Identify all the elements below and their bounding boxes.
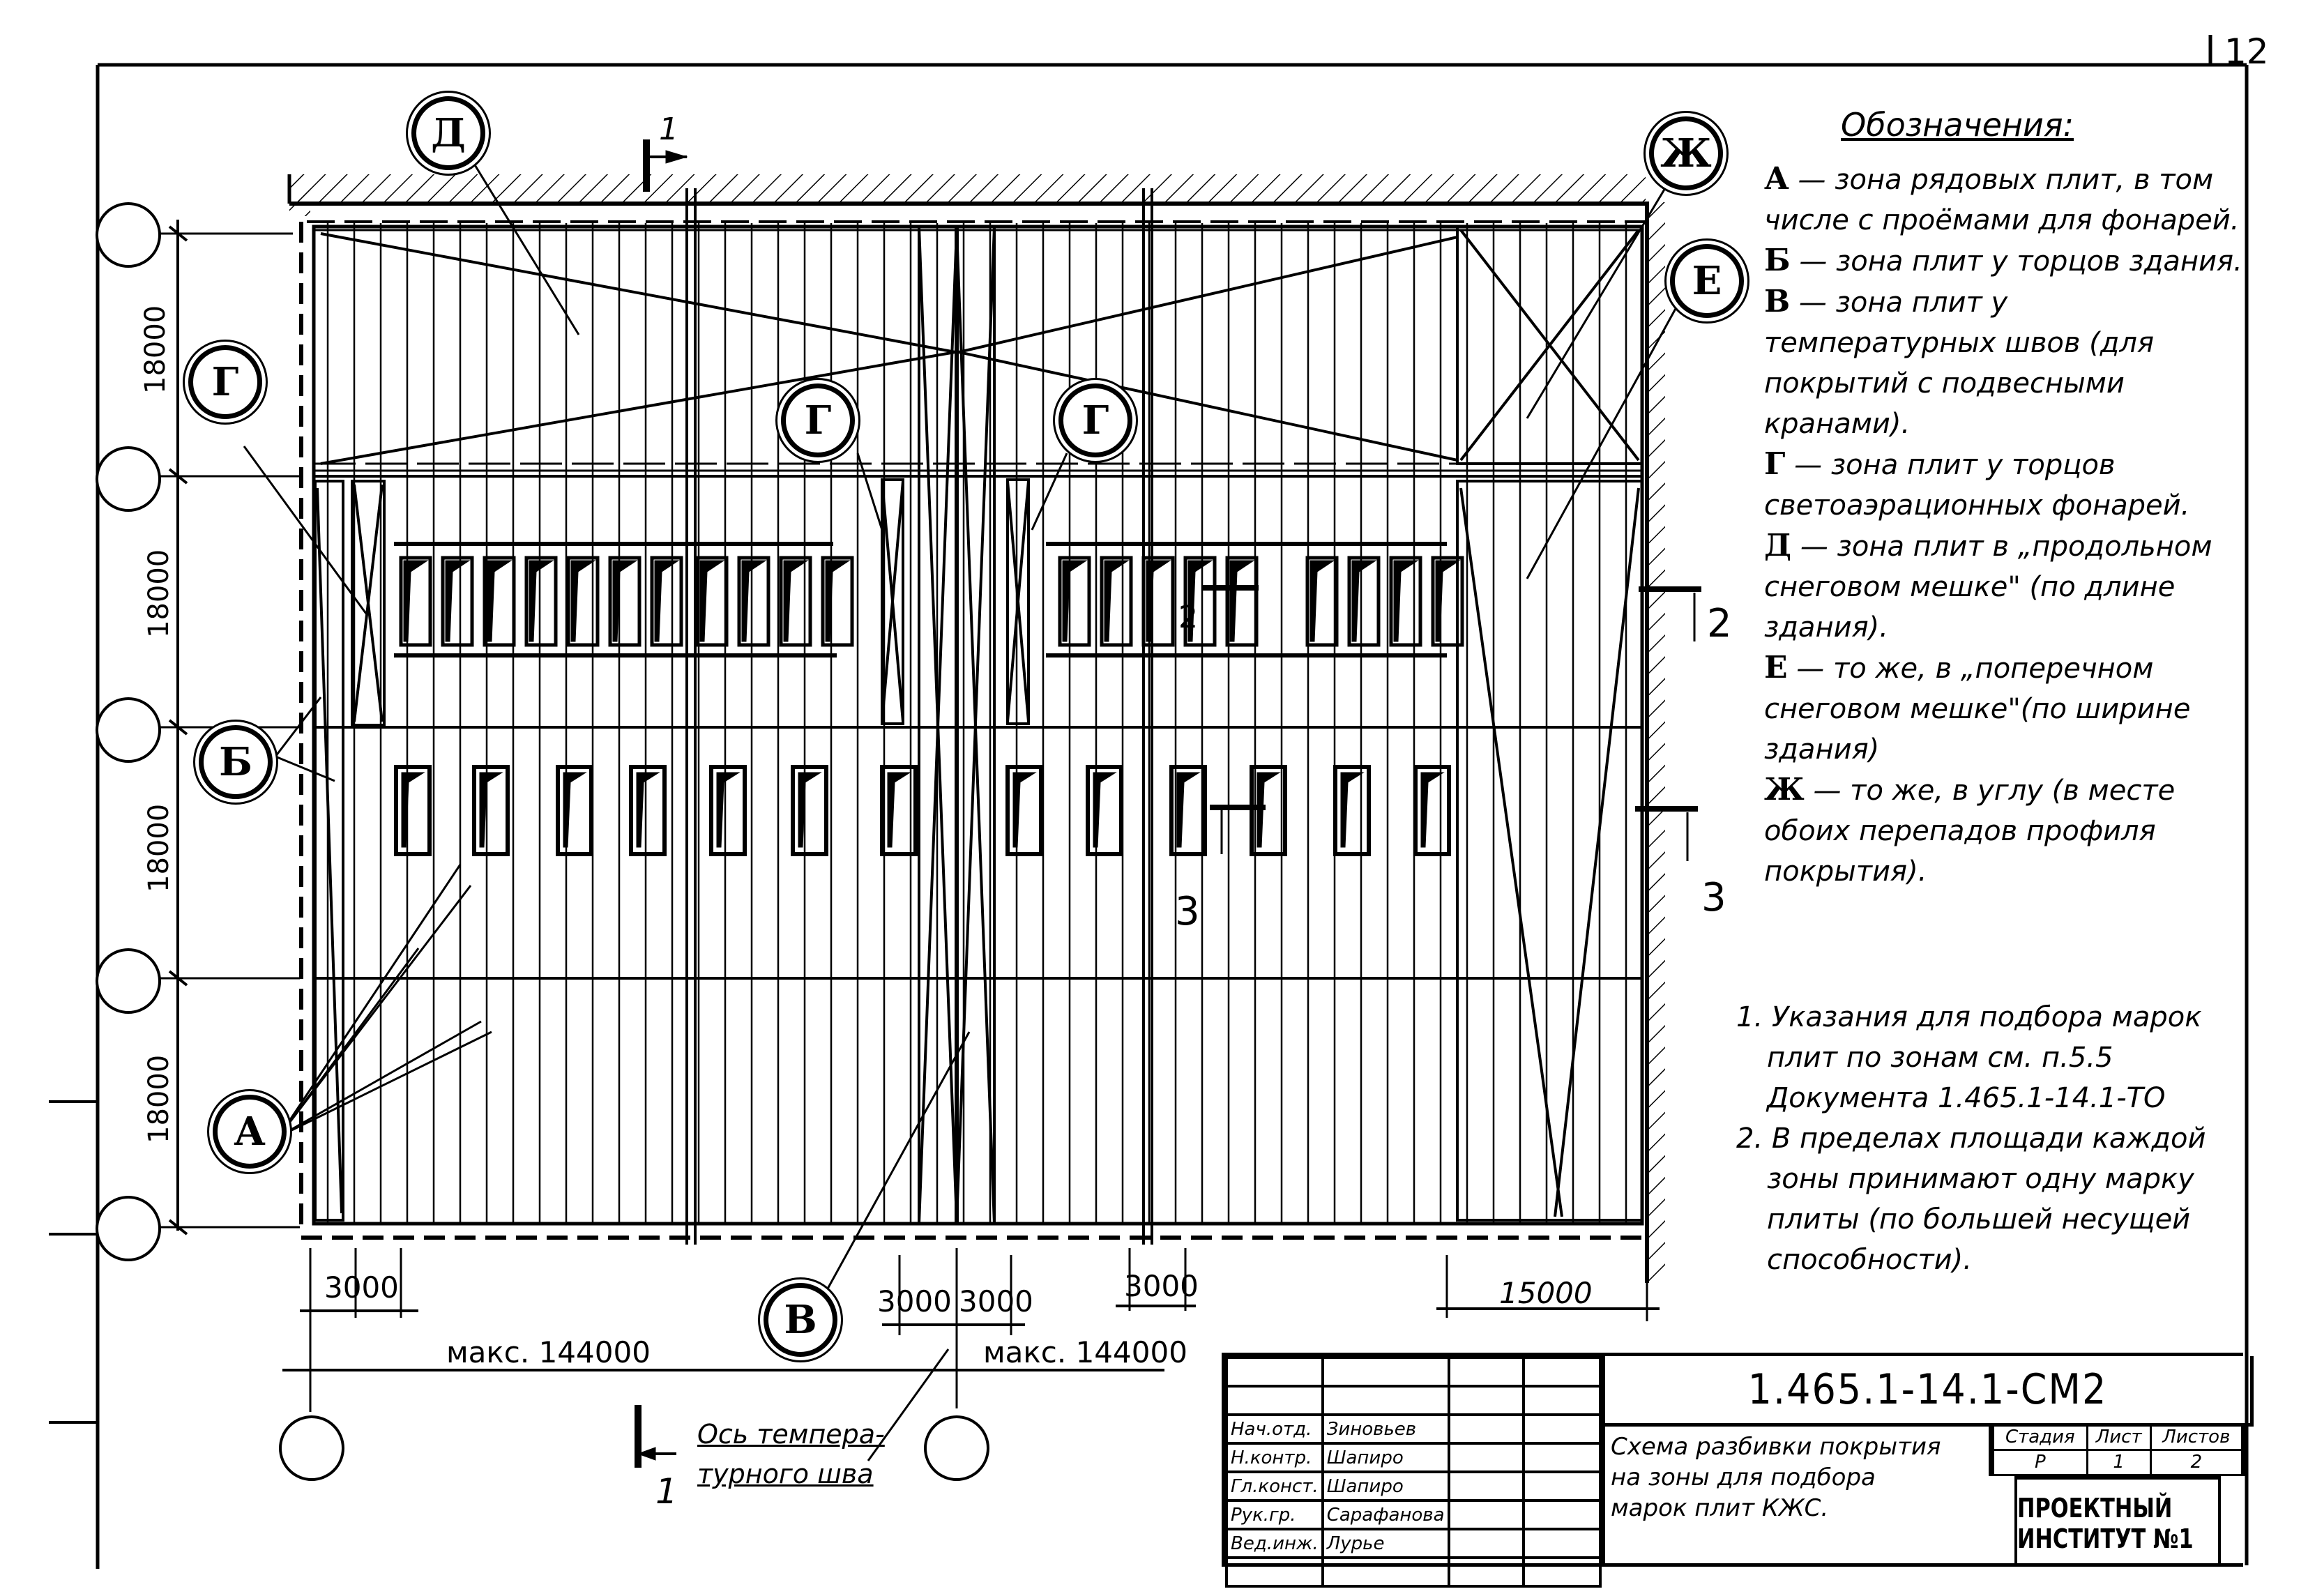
zone-label-e: Е: [1670, 244, 1744, 318]
leader-lines: [243, 163, 1682, 1461]
row-lines: [314, 462, 1642, 980]
skylight-openings: [394, 542, 1464, 856]
axis-bubble: [924, 1415, 989, 1481]
zone-e-outline: [1456, 480, 1643, 1222]
page-number: 12: [2224, 31, 2269, 72]
document-code: 1.465.1-14.1-СМ2: [1602, 1356, 2254, 1427]
institute-name: ПРОЕКТНЫЙ ИНСТИТУТ №1: [2014, 1476, 2221, 1567]
signature-table: Нач.отд.Зиновьев Н.контр.Шапиро Гл.конст…: [1225, 1356, 1602, 1588]
zone-label-b: Б: [199, 725, 273, 799]
dim-seam-left: 3000: [877, 1284, 952, 1318]
legend-item-a: А — зона рядовых плит, в том числе с про…: [1764, 161, 2240, 236]
temperature-seams: [685, 188, 1153, 1245]
legend-title: Обозначения:: [1841, 106, 2074, 144]
zone-label-g: Г: [188, 345, 262, 419]
zone-label-g: Г: [1058, 383, 1132, 457]
seam-callout-line1: Ось темпера-: [697, 1419, 885, 1450]
row-dimension-label: 18000: [143, 1054, 175, 1143]
notes: 1. Указания для подбора марок плит по зо…: [1736, 997, 2252, 1280]
section-mark-3-outer: [1635, 806, 1698, 861]
section-1-top-label: 1: [659, 112, 678, 147]
signature-row: Н.контр.Шапиро: [1225, 1442, 1602, 1473]
axis-bubble: [96, 446, 161, 512]
note-1: 1. Указания для подбора марок плит по зо…: [1736, 1001, 2202, 1114]
axis-bubble: [96, 1196, 161, 1261]
section-2-inner-label: 2: [1178, 600, 1198, 635]
legend-item-g: Г — зона плит у торцов светоаэрационных …: [1764, 446, 2190, 522]
legend-item-zh: Ж — то же, в углу (в месте обоих перепад…: [1764, 772, 2176, 888]
dim-seam-right: 3000: [959, 1284, 1033, 1318]
note-2: 2. В пределах площади каждой зоны приним…: [1736, 1123, 2206, 1276]
sheet-frame: [49, 35, 2249, 1569]
section-mark-1-top: [643, 139, 688, 192]
section-mark-2-inner: [1203, 585, 1259, 628]
left-dimension-chain: [157, 220, 300, 1236]
zone-label-d: Д: [411, 96, 485, 170]
dim-right-zone: 15000: [1499, 1276, 1593, 1310]
signature-row: [1225, 1356, 1602, 1388]
signature-row: [1225, 1556, 1602, 1588]
title-block: Нач.отд.Зиновьев Н.контр.Шапиро Гл.конст…: [1222, 1353, 2254, 1588]
dim-max-right: макс. 144000: [983, 1335, 1187, 1369]
signature-row: Рук.гр.Сарафанова: [1225, 1499, 1602, 1530]
wall-hatching: [287, 174, 1665, 1283]
row-dimension-label: 18000: [139, 305, 172, 394]
section-1-bottom-label: 1: [655, 1471, 678, 1512]
zone-g-outlines: [881, 478, 1030, 725]
zone-zh-corner: [1456, 225, 1643, 465]
section-3-inner-label: 3: [1175, 889, 1200, 934]
zone-label-zh: Ж: [1649, 116, 1723, 190]
dim-max-left: макс. 144000: [446, 1335, 651, 1369]
zone-v-outline: [918, 225, 996, 1225]
signature-row: [1225, 1385, 1602, 1416]
dim-second-seam: 3000: [1124, 1269, 1199, 1303]
section-mark-3-inner: [1210, 805, 1266, 854]
signature-row: Нач.отд.Зиновьев: [1225, 1413, 1602, 1445]
legend-item-e: Е — то же, в „поперечном снеговом мешке"…: [1764, 650, 2191, 766]
plate-lines: [326, 223, 1627, 1224]
axis-bubble: [96, 202, 161, 268]
axis-bubble: [96, 697, 161, 763]
axis-bubble: [279, 1415, 344, 1481]
zone-label-g: Г: [781, 383, 855, 457]
section-mark-1-bottom: [635, 1405, 676, 1468]
bottom-dimension-chain: [282, 1248, 1660, 1412]
drawing-title: Схема разбивки покрытия на зоны для подб…: [1602, 1423, 1989, 1567]
legend-item-b: Б — зона плит у торцов здания.: [1764, 243, 2242, 278]
signature-row: Вед.инж.Лурье: [1225, 1528, 1602, 1559]
section-2-outer-label: 2: [1707, 601, 1732, 646]
seam-callout-line2: турного шва: [697, 1459, 874, 1489]
dim-left-edge: 3000: [324, 1270, 399, 1305]
legend-item-v: В — зона плит у температурных швов (для …: [1764, 284, 2155, 440]
zone-label-v: В: [764, 1283, 837, 1357]
legend: Обозначения: А — зона рядовых плит, в то…: [1764, 105, 2245, 892]
axis-bubble: [96, 948, 161, 1014]
zone-label-a: А: [213, 1095, 287, 1169]
legend-item-d: Д — зона плит в „продольном снеговом меш…: [1764, 528, 2212, 644]
section-3-outer-label: 3: [1701, 875, 1726, 920]
zone-b-outline: [314, 480, 386, 1222]
section-mark-2-outer: [1639, 586, 1701, 641]
signature-row: Гл.конст.Шапиро: [1225, 1470, 1602, 1502]
row-dimension-label: 18000: [143, 549, 175, 638]
row-dimension-label: 18000: [143, 803, 175, 892]
